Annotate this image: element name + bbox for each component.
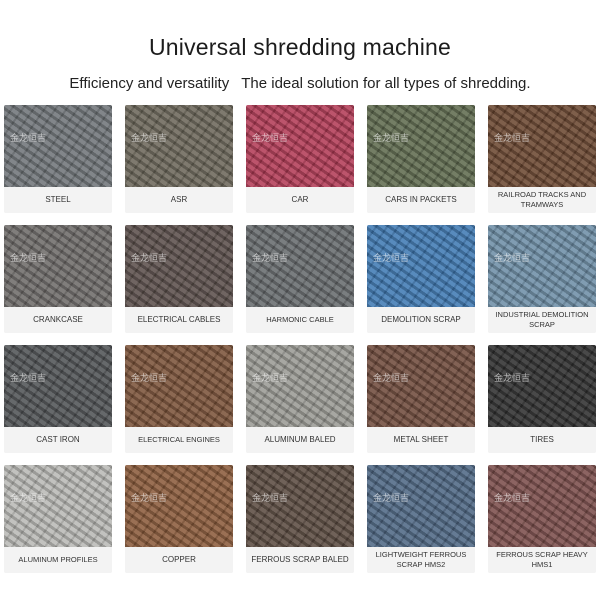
watermark: 金龙恒吉	[494, 133, 531, 143]
subtitle-right: The ideal solution for all types of shre…	[241, 75, 531, 92]
watermark: 金龙恒吉	[10, 373, 47, 383]
tile-cars-in-packets: 金龙恒吉 CARS IN PACKETS	[367, 105, 475, 213]
page-subtitle: Efficiency and versatility The ideal solu…	[0, 75, 600, 92]
tile-label: LIGHTWEIGHT FERROUS SCRAP HMS2	[367, 547, 475, 573]
tile-industrial-demolition-scrap: 金龙恒吉 INDUSTRIAL DEMOLITION SCRAP	[488, 225, 596, 333]
tile-label: ALUMINUM BALED	[246, 427, 354, 453]
tile-label: COPPER	[125, 547, 233, 573]
tile-steel: 金龙恒吉 STEEL	[4, 105, 112, 213]
tile-label: FERROUS SCRAP BALED	[246, 547, 354, 573]
tile-label: STEEL	[4, 187, 112, 213]
watermark: 金龙恒吉	[373, 253, 410, 263]
watermark: 金龙恒吉	[252, 253, 289, 263]
page-title: Universal shredding machine	[149, 34, 451, 60]
watermark: 金龙恒吉	[494, 493, 531, 503]
tile-label: INDUSTRIAL DEMOLITION SCRAP	[488, 307, 596, 333]
watermark: 金龙恒吉	[494, 253, 531, 263]
tile-label: DEMOLITION SCRAP	[367, 307, 475, 333]
tile-demolition-scrap: 金龙恒吉 DEMOLITION SCRAP	[367, 225, 475, 333]
watermark: 金龙恒吉	[373, 493, 410, 503]
tile-crankcase: 金龙恒吉 CRANKCASE	[4, 225, 112, 333]
tile-label: CAR	[246, 187, 354, 213]
watermark: 金龙恒吉	[10, 133, 47, 143]
tile-label: CRANKCASE	[4, 307, 112, 333]
watermark: 金龙恒吉	[373, 133, 410, 143]
tile-asr: 金龙恒吉 ASR	[125, 105, 233, 213]
tile-aluminum-profiles: 金龙恒吉 ALUMINUM PROFILES	[4, 465, 112, 573]
subtitle-left: Efficiency and versatility	[69, 75, 230, 92]
metal-sheet-photo: 金龙恒吉	[367, 345, 475, 428]
watermark: 金龙恒吉	[252, 133, 289, 143]
cars-in-packets-photo: 金龙恒吉	[367, 105, 475, 188]
watermark: 金龙恒吉	[131, 373, 168, 383]
copper-photo: 金龙恒吉	[125, 465, 233, 548]
car-photo: 金龙恒吉	[246, 105, 354, 188]
tile-ferrous-scrap-heavy: 金龙恒吉 FERROUS SCRAP HEAVY HMS1	[488, 465, 596, 573]
tile-label: ALUMINUM PROFILES	[4, 547, 112, 573]
watermark: 金龙恒吉	[494, 373, 531, 383]
asr-photo: 金龙恒吉	[125, 105, 233, 188]
tile-label: METAL SHEET	[367, 427, 475, 453]
tile-label: ELECTRICAL ENGINES	[125, 427, 233, 453]
electrical-engines-photo: 金龙恒吉	[125, 345, 233, 428]
tile-tires: 金龙恒吉 TIRES	[488, 345, 596, 453]
watermark: 金龙恒吉	[252, 493, 289, 503]
cast-iron-photo: 金龙恒吉	[4, 345, 112, 428]
ferrous-scrap-heavy-photo: 金龙恒吉	[488, 465, 596, 548]
watermark: 金龙恒吉	[252, 373, 289, 383]
tile-electrical-engines: 金龙恒吉 ELECTRICAL ENGINES	[125, 345, 233, 453]
tile-railroad-tracks: 金龙恒吉 RAILROAD TRACKS AND TRAMWAYS	[488, 105, 596, 213]
tile-label: CARS IN PACKETS	[367, 187, 475, 213]
tile-label: HARMONIC CABLE	[246, 307, 354, 333]
lightweight-ferrous-photo: 金龙恒吉	[367, 465, 475, 548]
tile-label: ELECTRICAL CABLES	[125, 307, 233, 333]
watermark: 金龙恒吉	[131, 493, 168, 503]
tile-label: FERROUS SCRAP HEAVY HMS1	[488, 547, 596, 573]
crankcase-photo: 金龙恒吉	[4, 225, 112, 308]
demolition-scrap-photo: 金龙恒吉	[367, 225, 475, 308]
tile-aluminum-baled: 金龙恒吉 ALUMINUM BALED	[246, 345, 354, 453]
tile-lightweight-ferrous-scrap: 金龙恒吉 LIGHTWEIGHT FERROUS SCRAP HMS2	[367, 465, 475, 573]
tile-cast-iron: 金龙恒吉 CAST IRON	[4, 345, 112, 453]
aluminum-profiles-photo: 金龙恒吉	[4, 465, 112, 548]
harmonic-cable-photo: 金龙恒吉	[246, 225, 354, 308]
tile-harmonic-cable: 金龙恒吉 HARMONIC CABLE	[246, 225, 354, 333]
railroad-tracks-photo: 金龙恒吉	[488, 105, 596, 188]
tile-copper: 金龙恒吉 COPPER	[125, 465, 233, 573]
tile-metal-sheet: 金龙恒吉 METAL SHEET	[367, 345, 475, 453]
tires-photo: 金龙恒吉	[488, 345, 596, 428]
electrical-cables-photo: 金龙恒吉	[125, 225, 233, 308]
tile-label: CAST IRON	[4, 427, 112, 453]
watermark: 金龙恒吉	[373, 373, 410, 383]
watermark: 金龙恒吉	[10, 493, 47, 503]
tile-label: TIRES	[488, 427, 596, 453]
tile-car: 金龙恒吉 CAR	[246, 105, 354, 213]
aluminum-baled-photo: 金龙恒吉	[246, 345, 354, 428]
steel-photo: 金龙恒吉	[4, 105, 112, 188]
watermark: 金龙恒吉	[131, 253, 168, 263]
tile-label: ASR	[125, 187, 233, 213]
tile-electrical-cables: 金龙恒吉 ELECTRICAL CABLES	[125, 225, 233, 333]
watermark: 金龙恒吉	[10, 253, 47, 263]
watermark: 金龙恒吉	[131, 133, 168, 143]
tile-ferrous-scrap-baled: 金龙恒吉 FERROUS SCRAP BALED	[246, 465, 354, 573]
material-grid: 金龙恒吉 STEEL 金龙恒吉 ASR 金龙恒吉 CAR 金龙恒吉 CARS IN PA…	[4, 105, 596, 573]
industrial-demolition-photo: 金龙恒吉	[488, 225, 596, 308]
tile-label: RAILROAD TRACKS AND TRAMWAYS	[488, 187, 596, 213]
ferrous-scrap-baled-photo: 金龙恒吉	[246, 465, 354, 548]
